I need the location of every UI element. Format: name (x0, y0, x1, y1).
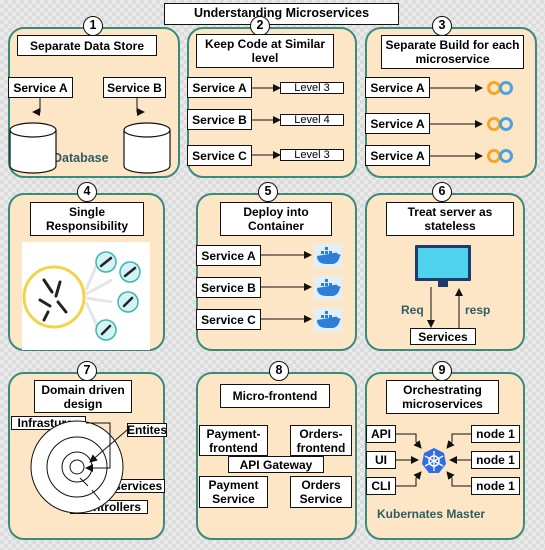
diagram-title: Understanding Microservices (164, 3, 399, 25)
entites-box: Entites (127, 423, 168, 437)
panel-7-title: Domain driven design (34, 380, 132, 413)
payment-frontend-box: Payment-frontend (199, 425, 268, 456)
panel-number-5: 5 (258, 182, 278, 202)
p2-service-a-box: Service A (187, 77, 252, 98)
infrastures-box: Infrastures (11, 416, 86, 430)
orders-frontend-box: Orders-frontend (290, 425, 352, 456)
panel-4-title: Single Responsibility (30, 202, 144, 236)
kubernetes-master-label: Kubernates Master (377, 507, 486, 521)
panel-5-title: Deploy into Container (220, 202, 332, 236)
node-box-3: node 1 (471, 477, 520, 495)
panel-number-4: 4 (77, 182, 97, 202)
p5-service-c-box: Service C (196, 309, 261, 330)
panel-3-title: Separate Build for each microservice (381, 35, 524, 69)
node-box-1: node 1 (471, 425, 520, 443)
panel-number-8: 8 (269, 361, 289, 381)
p2-service-b-box: Service B (187, 109, 252, 130)
level-box-a: Level 3 (280, 82, 344, 94)
cli-client-box: CLI (366, 477, 396, 495)
controllers-box: Controllers (70, 500, 148, 514)
panel-number-3: 3 (432, 16, 452, 36)
api-client-box: API (366, 425, 396, 443)
panel-6-title: Treat server as stateless (386, 202, 514, 236)
panel-1-title: Separate Data Store (17, 35, 157, 56)
panel-2-title: Keep Code at Similar level (196, 34, 334, 68)
response-label: resp (465, 303, 491, 317)
p3-service-box-3: Service A (365, 145, 430, 166)
responsibility-illustration (22, 242, 150, 350)
level-box-b: Level 4 (280, 114, 344, 126)
p3-service-box-1: Service A (365, 77, 430, 98)
database-label: Database (53, 151, 109, 165)
payment-service-box: Payment Service (199, 476, 268, 508)
p3-service-box-2: Service A (365, 113, 430, 134)
p5-service-a-box: Service A (196, 245, 261, 266)
panel-8-title: Micro-frontend (220, 384, 330, 408)
api-gateway-box: API Gateway (228, 456, 324, 473)
panel-number-1: 1 (83, 16, 103, 36)
panel-9-title: Orchestrating microservices (386, 380, 499, 414)
level-box-c: Level 3 (280, 149, 344, 161)
panel-number-2: 2 (250, 16, 270, 36)
api-services-box: API services (88, 479, 165, 493)
panel-number-9: 9 (432, 361, 452, 381)
panel-number-7: 7 (77, 361, 97, 381)
node-box-2: node 1 (471, 451, 520, 469)
p2-service-c-box: Service C (187, 145, 252, 166)
p5-service-b-box: Service B (196, 277, 261, 298)
ui-client-box: UI (366, 451, 396, 469)
orders-service-box: Orders Service (290, 476, 352, 508)
service-b-box: Service B (103, 77, 166, 98)
request-label: Req (401, 303, 424, 317)
service-a-box: Service A (8, 77, 73, 98)
panel-number-6: 6 (432, 182, 452, 202)
services-box: Services (410, 328, 476, 345)
